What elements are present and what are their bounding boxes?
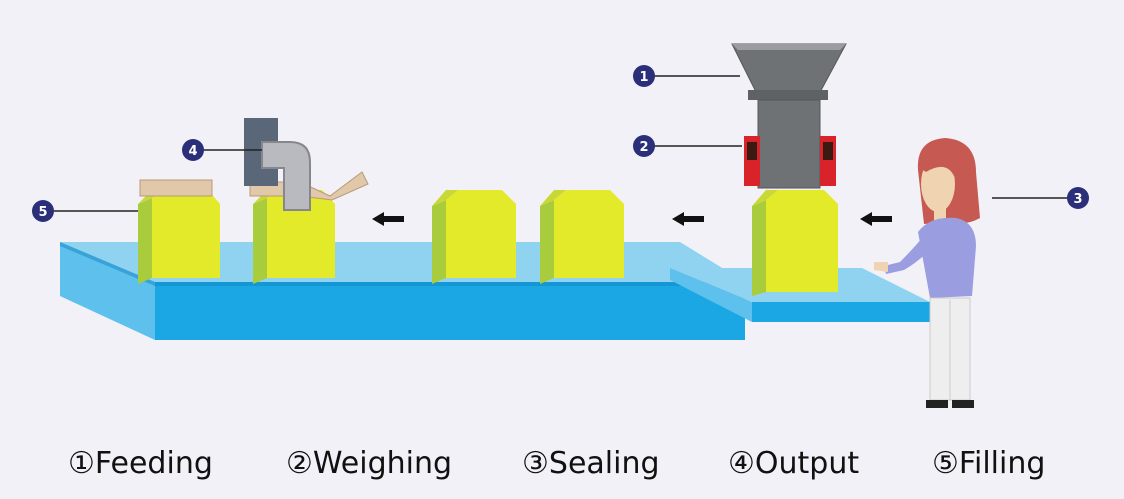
legend-label: Filling — [958, 446, 1046, 481]
bag-sealing — [249, 171, 369, 284]
infeed-conveyor-front — [752, 302, 930, 322]
sealed-top-output — [139, 179, 213, 197]
bag-queue-1 — [432, 190, 516, 284]
process-legend: ①Feeding ②Weighing ③Sealing ④Output ⑤Fil… — [0, 440, 1124, 496]
legend-item-output: ④Output — [728, 446, 859, 481]
callout-badge-icon — [633, 65, 655, 87]
callout-2: 2 — [633, 135, 742, 157]
callout-badge-icon — [32, 200, 54, 222]
callout-3: 3 — [992, 187, 1089, 209]
legend-label: Output — [754, 446, 860, 481]
callout-number: 2 — [639, 140, 648, 155]
legend-item-weighing: ②Weighing — [286, 446, 452, 481]
process-illustration: 1 2 3 4 5 — [32, 43, 1089, 408]
callout-number: 1 — [639, 70, 648, 85]
legend-marker: ⑤ — [932, 446, 959, 481]
legend-marker: ④ — [728, 446, 755, 481]
feed-hopper — [731, 43, 847, 100]
legend-item-feeding: ①Feeding — [68, 446, 213, 481]
callout-5: 5 — [32, 200, 138, 222]
legend-item-filling: ⑤Filling — [932, 446, 1045, 481]
operator — [874, 138, 980, 408]
callout-badge-icon — [182, 139, 204, 161]
sealing-arm — [244, 118, 311, 211]
callout-number: 5 — [38, 205, 47, 220]
bag-queue-2 — [540, 190, 624, 284]
legend-marker: ① — [68, 446, 95, 481]
sealer-head — [261, 141, 311, 211]
callout-number: 4 — [188, 144, 197, 159]
weighing-unit — [744, 99, 836, 189]
callout-badge-icon — [633, 135, 655, 157]
main-conveyor-front — [155, 282, 745, 340]
flow-arrow-icon — [672, 212, 704, 226]
callout-number: 3 — [1073, 192, 1082, 207]
legend-item-sealing: ③Sealing — [522, 446, 660, 481]
bag-output — [138, 179, 220, 284]
callout-1: 1 — [633, 65, 740, 87]
legend-label: Sealing — [548, 446, 660, 481]
callout-4: 4 — [182, 139, 262, 161]
legend-marker: ③ — [522, 446, 549, 481]
bag-filling — [752, 190, 838, 296]
legend-marker: ② — [286, 446, 313, 481]
legend-label: Feeding — [94, 446, 213, 481]
legend-label: Weighing — [312, 446, 453, 481]
flow-arrow-icon — [372, 212, 404, 226]
flow-arrow-icon — [860, 212, 892, 226]
main-conveyor-left-side — [60, 242, 155, 340]
callout-badge-icon — [1067, 187, 1089, 209]
